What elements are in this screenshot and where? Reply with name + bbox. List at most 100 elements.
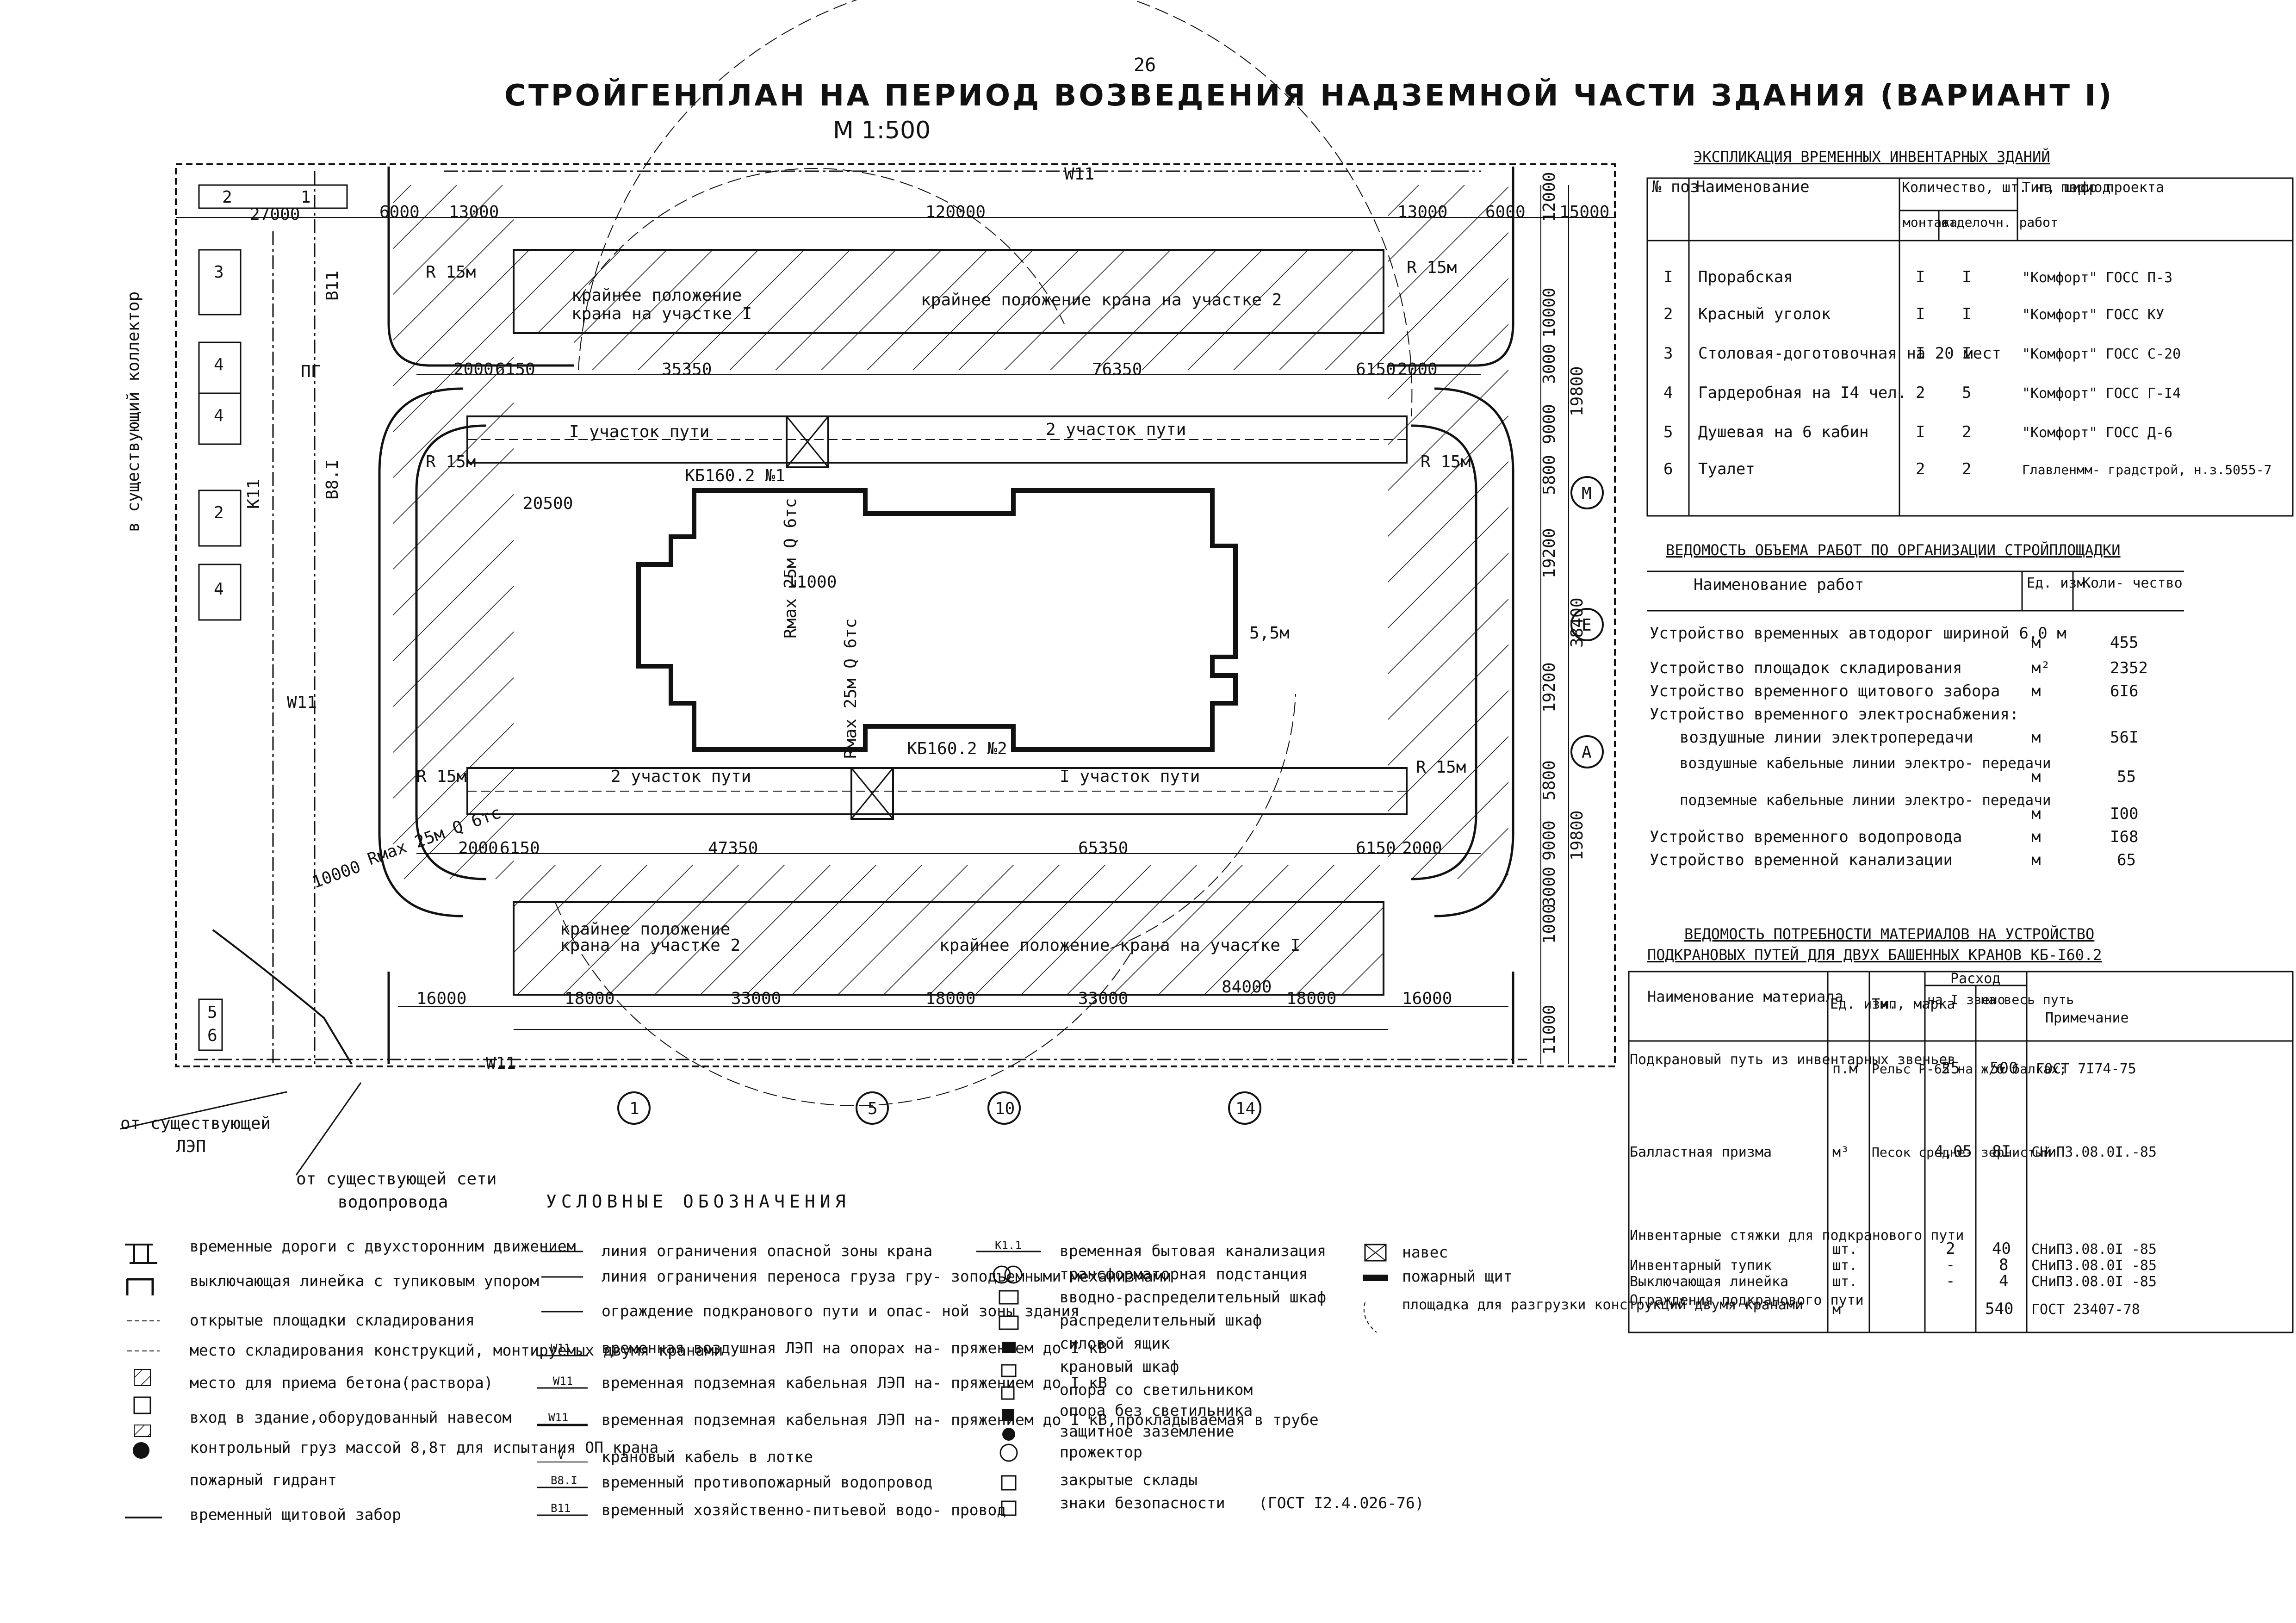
label-b11: B11 [323, 271, 342, 301]
svg-text:35350: 35350 [662, 360, 712, 379]
page-number: 26 [1134, 55, 1156, 76]
svg-text:м: м [2031, 682, 2041, 700]
svg-text:Душевая на 6 кабин: Душевая на 6 кабин [1698, 423, 1868, 441]
svg-text:м: м [2031, 633, 2041, 652]
svg-text:4: 4 [1663, 384, 1673, 402]
svg-text:I: I [1916, 344, 1925, 363]
axis-5: 5 [868, 1099, 878, 1118]
svg-text:Устройство площадок складирова: Устройство площадок складирования [1650, 659, 1962, 677]
svg-text:6150: 6150 [1356, 360, 1396, 379]
svg-text:выключающая линейка с тупиковы: выключающая линейка с тупиковым упором [190, 1272, 539, 1290]
svg-text:пожарный щит: пожарный щит [1402, 1267, 1512, 1285]
road-ring [415, 424, 1477, 880]
svg-text:временный противопожарный водо: временный противопожарный водопровод [602, 1473, 932, 1491]
label-crane-extreme-3: крайнее положение [560, 920, 730, 939]
svg-text:56I: 56I [2110, 728, 2138, 747]
svg-text:крановый кабель в лотке: крановый кабель в лотке [602, 1448, 813, 1466]
svg-text:защитное заземление: защитное заземление [1060, 1422, 1235, 1440]
axis-1: 1 [629, 1099, 639, 1118]
svg-text:4: 4 [214, 355, 224, 374]
svg-text:76350: 76350 [1092, 360, 1142, 379]
svg-text:Главленмм- градстрой, н.з.5055: Главленмм- градстрой, н.з.5055-7 [2022, 462, 2271, 477]
svg-text:ограждение подкранового пути и: ограждение подкранового пути и опас- ной… [602, 1302, 1080, 1320]
svg-text:W11: W11 [553, 1375, 573, 1388]
svg-text:место для приема бетона(раство: место для приема бетона(раствора) [190, 1374, 493, 1392]
svg-text:6150: 6150 [1356, 839, 1396, 858]
svg-text:знаки безопасности: знаки безопасности [1060, 1494, 1225, 1512]
legend-col4: навес пожарный щит площадка для разгрузк… [1363, 1243, 1803, 1333]
svg-text:"Комфорт" ГОСС КУ: "Комфорт" ГОСС КУ [2022, 307, 2164, 323]
svg-text:4: 4 [214, 406, 224, 425]
svg-text:СНиП3.08.0I -85: СНиП3.08.0I -85 [2031, 1274, 2157, 1290]
label-dim-5-5: 5,5м [1249, 624, 1290, 643]
svg-text:I: I [1916, 423, 1925, 441]
svg-text:Выключающая линейка: Выключающая линейка [1630, 1274, 1788, 1290]
works-grid [1647, 570, 2184, 612]
svg-text:40: 40 [1992, 1239, 2011, 1258]
label-b81: B8.I [323, 459, 342, 500]
svg-text:Устройство временных автодорог: Устройство временных автодорог шириной 6… [1650, 624, 2066, 643]
svg-text:Прорабская: Прорабская [1698, 268, 1793, 286]
svg-text:временные дороги с двухсторонн: временные дороги с двухсторонним движени… [190, 1237, 576, 1255]
explication-title: ЭКСПЛИКАЦИЯ ВРЕМЕННЫХ ИНВЕНТАРНЫХ ЗДАНИЙ [1694, 148, 2050, 166]
svg-text:м²: м² [2031, 659, 2050, 677]
svg-text:подземные кабельные линии элек: подземные кабельные линии электро- перед… [1680, 792, 2051, 809]
svg-text:Рельс Р-65 на ж/б балках;: Рельс Р-65 на ж/б балках; [1872, 1061, 2066, 1077]
svg-text:Инвентарные стяжки для подкран: Инвентарные стяжки для подкранового пути [1630, 1227, 1964, 1244]
scale-label: М 1:500 [833, 117, 931, 144]
explication-grid [1646, 177, 2294, 517]
svg-text:открытые площадки складировани: открытые площадки складирования [190, 1311, 475, 1329]
svg-text:м: м [2031, 851, 2041, 869]
svg-text:Инвентарный тупик: Инвентарный тупик [1630, 1258, 1772, 1274]
svg-text:13000: 13000 [449, 203, 499, 222]
svg-text:Туалет: Туалет [1698, 460, 1755, 478]
svg-text:3000: 3000 [1540, 344, 1559, 384]
site-plan [120, 0, 1616, 1176]
svg-text:2: 2 [1916, 460, 1925, 478]
svg-text:место складирования конструкци: место складирования конструкций, монтиру… [190, 1341, 723, 1359]
label-dim-20500: 20500 [523, 494, 573, 513]
svg-text:навес: навес [1402, 1243, 1448, 1261]
svg-text:СНиП3.08.0I.-85: СНиП3.08.0I.-85 [2031, 1144, 2157, 1160]
svg-text:Красный уголок: Красный уголок [1698, 305, 1831, 323]
svg-text:5: 5 [1663, 423, 1673, 441]
svg-text:м: м [1832, 1301, 1841, 1318]
svg-text:Наименование: Наименование [1696, 178, 1810, 196]
svg-text:силовой ящик: силовой ящик [1060, 1334, 1170, 1352]
svg-text:2: 2 [1962, 460, 1971, 478]
svg-text:6000: 6000 [379, 203, 420, 222]
svg-text:крановый шкаф: крановый шкаф [1060, 1357, 1179, 1375]
svg-text:38400: 38400 [1568, 598, 1587, 648]
svg-text:шт.: шт. [1832, 1274, 1857, 1290]
svg-text:I00: I00 [2110, 805, 2138, 823]
label-track-bot-1: I участок пути [1060, 767, 1200, 786]
svg-text:540: 540 [1985, 1300, 2013, 1318]
svg-text:Устройство временного водопров: Устройство временного водопровода [1650, 828, 1962, 846]
label-dim-10000: 10000 [310, 857, 363, 892]
svg-text:B11: B11 [551, 1502, 571, 1515]
svg-text:65350: 65350 [1078, 839, 1128, 858]
svg-text:I: I [1962, 305, 1971, 323]
svg-text:СНиП3.08.0I -85: СНиП3.08.0I -85 [2031, 1241, 2157, 1258]
svg-text:5: 5 [207, 1003, 217, 1022]
svg-text:Тип, марка: Тип, марка [1872, 996, 1955, 1012]
svg-text:12000: 12000 [1540, 172, 1559, 222]
legend-col3: K1.1 временная бытовая канализация транс… [976, 1239, 1424, 1516]
label-water: водопровода [338, 1193, 448, 1212]
svg-text:I: I [1663, 268, 1673, 286]
svg-text:6000: 6000 [1485, 203, 1526, 222]
svg-text:6: 6 [1663, 460, 1673, 478]
svg-text:I68: I68 [2110, 828, 2138, 846]
svg-text:воздушные линии электропередач: воздушные линии электропередачи [1680, 728, 1973, 747]
svg-text:Устройство временной канализац: Устройство временной канализации [1650, 851, 1953, 869]
svg-text:м: м [2031, 805, 2041, 823]
svg-text:4: 4 [1999, 1272, 2008, 1290]
label-rmax-1: Rмах 25м Q 6тс [781, 498, 800, 638]
storage-area-top [513, 249, 1384, 334]
svg-text:2000: 2000 [458, 839, 498, 858]
svg-text:"Комфорт" ГОСС Г-I4: "Комфорт" ГОСС Г-I4 [2022, 385, 2181, 402]
axis-A: А [1582, 743, 1592, 762]
label-crane-1: КБ160.2 №1 [685, 466, 785, 485]
materials-title-2: ПОДКРАНОВЫХ ПУТЕЙ ДЛЯ ДВУХ БАШЕННЫХ КРАН… [1647, 946, 2102, 964]
materials-title-1: ВЕДОМОСТЬ ПОТРЕБНОСТИ МАТЕРИАЛОВ НА УСТР… [1684, 925, 2094, 943]
